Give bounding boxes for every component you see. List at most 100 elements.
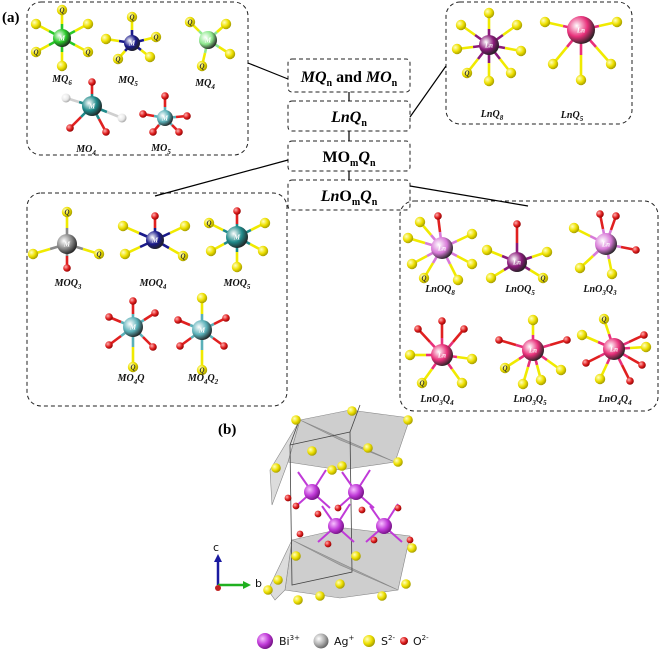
center-glyph: Ln <box>437 245 446 253</box>
sulfur-atom <box>406 258 418 270</box>
ligand-glyph: Q <box>601 315 606 323</box>
center-atom <box>124 35 140 51</box>
center-atom <box>567 16 595 44</box>
sulfur-atom <box>414 216 426 228</box>
connector-lines <box>154 62 529 207</box>
sulfur-atom <box>499 362 511 374</box>
label-moq5: MOQ5 <box>223 278 251 291</box>
label-mo4q2: MO4Q2 <box>187 373 219 386</box>
ligand-glyph: Q <box>64 208 69 216</box>
crystal-sulfur-atom <box>263 585 273 595</box>
sulfur-atom <box>452 274 464 286</box>
ligand-glyph: Q <box>464 69 469 77</box>
box-moq <box>26 192 288 407</box>
molecule-mo4: M <box>61 78 127 136</box>
oxygen-atom <box>105 341 113 349</box>
sulfur-atom <box>511 19 523 31</box>
crystal-sulfur-atom <box>377 591 387 601</box>
label-lnq8: LnQ8 <box>480 109 504 122</box>
sulfur-atom <box>576 329 588 341</box>
label-mo4q: MO4Q <box>117 373 145 386</box>
ligand-glyph: Q <box>502 364 507 372</box>
sulfur-atom <box>30 18 42 30</box>
molecule-lnoq5: QLn <box>481 220 553 284</box>
sulfur-atom <box>150 31 162 43</box>
center-atom <box>595 233 617 255</box>
center-atom <box>431 344 453 366</box>
header-lnoq: LnOmQn <box>320 188 378 208</box>
center-glyph: M <box>198 327 206 335</box>
sulfur-atom <box>56 60 68 72</box>
sulfur-atom <box>611 16 623 28</box>
panel-label-a: (a) <box>2 10 20 26</box>
crystal-bismuth-atom <box>328 518 344 534</box>
sulfur-atom <box>117 220 129 232</box>
sulfur-atom <box>451 43 463 55</box>
sulfur-atom <box>119 248 131 260</box>
crystal-oxygen-atom <box>370 536 378 544</box>
oxygen-atom <box>233 207 241 215</box>
crystal-bismuth-atom <box>376 518 392 534</box>
header-moq: MOmQn <box>322 149 375 169</box>
center-glyph: Ln <box>484 42 493 50</box>
crystal-oxygen-atom <box>284 494 292 502</box>
label-moq3: MOQ3 <box>54 278 82 291</box>
legend-label-o: O2- <box>413 634 429 648</box>
sulfur-atom <box>640 341 652 353</box>
oxygen-atom <box>632 246 640 254</box>
ligand-glyph: Q <box>419 379 424 387</box>
label-lnoq8: LnOQ8 <box>424 284 455 297</box>
group-boxes <box>26 1 659 412</box>
center-glyph: M <box>88 103 96 111</box>
o-atom-icon <box>400 637 408 645</box>
molecule-moq5: QM <box>203 207 271 273</box>
oxygen-atom <box>438 317 446 325</box>
center-glyph: M <box>204 37 212 45</box>
sulfur-atom <box>541 246 553 258</box>
white-atom <box>117 113 127 123</box>
oxygen-atom <box>638 361 646 369</box>
sulfur-atom <box>461 67 473 79</box>
axis-c-label: c <box>213 541 219 554</box>
bi-atom-icon <box>257 633 273 649</box>
center-atom <box>479 35 499 55</box>
oxygen-atom <box>63 264 71 272</box>
sulfur-atom <box>483 75 495 87</box>
sulfur-atom <box>404 349 416 361</box>
ligand-glyph: Q <box>129 13 134 21</box>
oxygen-atom <box>563 336 571 344</box>
center-glyph: M <box>63 241 71 249</box>
oxygen-atom <box>612 212 620 220</box>
sulfur-atom <box>82 46 94 58</box>
molecule-mq4: QQM <box>184 16 236 72</box>
ag-atom-icon <box>313 633 329 649</box>
header-lnq: LnQn <box>330 109 367 129</box>
ligand-glyph: Q <box>421 274 426 282</box>
sulfur-atom <box>416 377 428 389</box>
ligand-glyph: Q <box>180 252 185 260</box>
center-glyph: M <box>58 35 66 43</box>
crystal-oxygen-atom <box>358 506 366 514</box>
sulfur-atom <box>517 378 529 390</box>
crystal-sulfur-atom <box>291 415 301 425</box>
crystal-oxygen-atom <box>292 502 300 510</box>
s-atom-icon <box>363 635 375 647</box>
crystal-sulfur-atom <box>347 406 357 416</box>
ligand-glyph: Q <box>540 274 545 282</box>
sulfur-atom <box>485 272 497 284</box>
label-mo5: MO5 <box>150 143 171 156</box>
legend-item-o: O2- <box>400 634 429 648</box>
oxygen-atom <box>640 331 648 339</box>
center-atom <box>192 320 212 340</box>
center-glyph: M <box>129 324 137 332</box>
oxygen-atom <box>105 313 113 321</box>
molecule-lnq5: Ln <box>539 16 623 86</box>
oxygen-atom <box>151 212 159 220</box>
center-atom <box>146 231 164 249</box>
center-glyph: M <box>128 40 136 48</box>
label-lno3q4: LnO3Q4 <box>419 394 454 407</box>
crystal-bismuth-atom <box>304 484 320 500</box>
sulfur-atom <box>127 361 139 373</box>
sulfur-atom <box>196 60 208 72</box>
